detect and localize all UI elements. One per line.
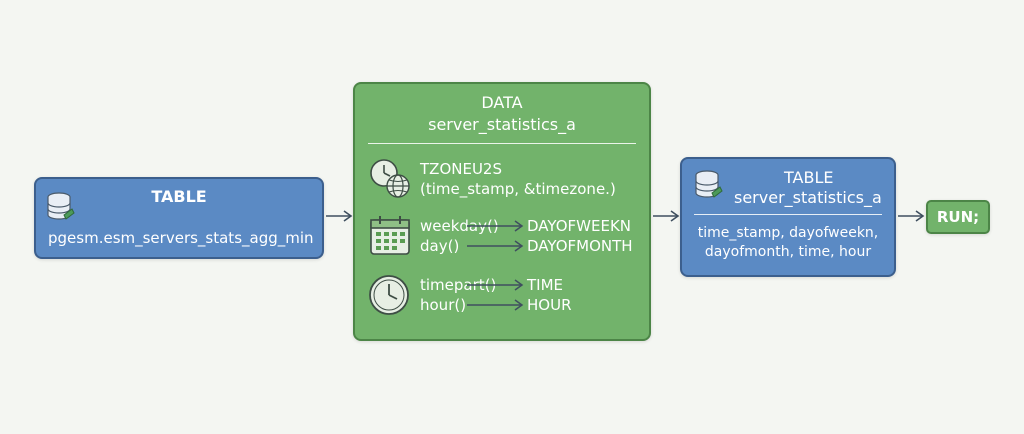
output-table-kind: TABLE bbox=[784, 168, 834, 187]
day-function: day() bbox=[420, 237, 460, 255]
arrow-output-to-run bbox=[898, 210, 925, 222]
timepart-function: timepart() bbox=[420, 276, 497, 294]
run-label: RUN; bbox=[936, 208, 980, 226]
hour-target: HOUR bbox=[527, 296, 572, 314]
data-step-kind: DATA bbox=[481, 93, 523, 112]
source-table-box: TABLE pgesm.esm_servers_stats_agg_min bbox=[34, 177, 324, 259]
arrow-data-to-output bbox=[653, 210, 680, 222]
arrow-hour bbox=[467, 299, 524, 311]
arrow-source-to-data bbox=[326, 210, 353, 222]
clock-globe-icon bbox=[370, 159, 410, 198]
day-target: DAYOFMONTH bbox=[527, 237, 633, 255]
clock-icon bbox=[369, 275, 409, 315]
data-step-name: server_statistics_a bbox=[428, 115, 576, 134]
calendar-icon bbox=[370, 216, 410, 255]
weekday-target: DAYOFWEEKN bbox=[527, 217, 632, 235]
output-columns-line1: time_stamp, dayofweekn, bbox=[697, 225, 879, 241]
tz-arguments: (time_stamp, &timezone.) bbox=[420, 180, 616, 198]
source-table-name: pgesm.esm_servers_stats_agg_min bbox=[48, 229, 314, 247]
output-table-name: server_statistics_a bbox=[734, 188, 882, 207]
run-box: RUN; bbox=[926, 200, 990, 234]
arrow-day bbox=[467, 240, 524, 252]
timepart-target: TIME bbox=[527, 276, 564, 294]
weekday-function: weekday() bbox=[420, 217, 499, 235]
arrow-timepart bbox=[467, 279, 524, 291]
output-table-box: TABLE server_statistics_a time_stamp, da… bbox=[680, 157, 896, 277]
source-table-kind: TABLE bbox=[151, 187, 207, 206]
output-columns-line2: dayofmonth, time, hour bbox=[704, 244, 872, 260]
arrow-weekday bbox=[467, 220, 524, 232]
database-icon bbox=[47, 192, 75, 220]
tz-function: TZONEU2S bbox=[420, 160, 502, 178]
data-step-box: DATA server_statistics_a TZONEU2S (time_… bbox=[353, 82, 651, 341]
hour-function: hour() bbox=[420, 296, 467, 314]
database-icon bbox=[695, 170, 723, 198]
